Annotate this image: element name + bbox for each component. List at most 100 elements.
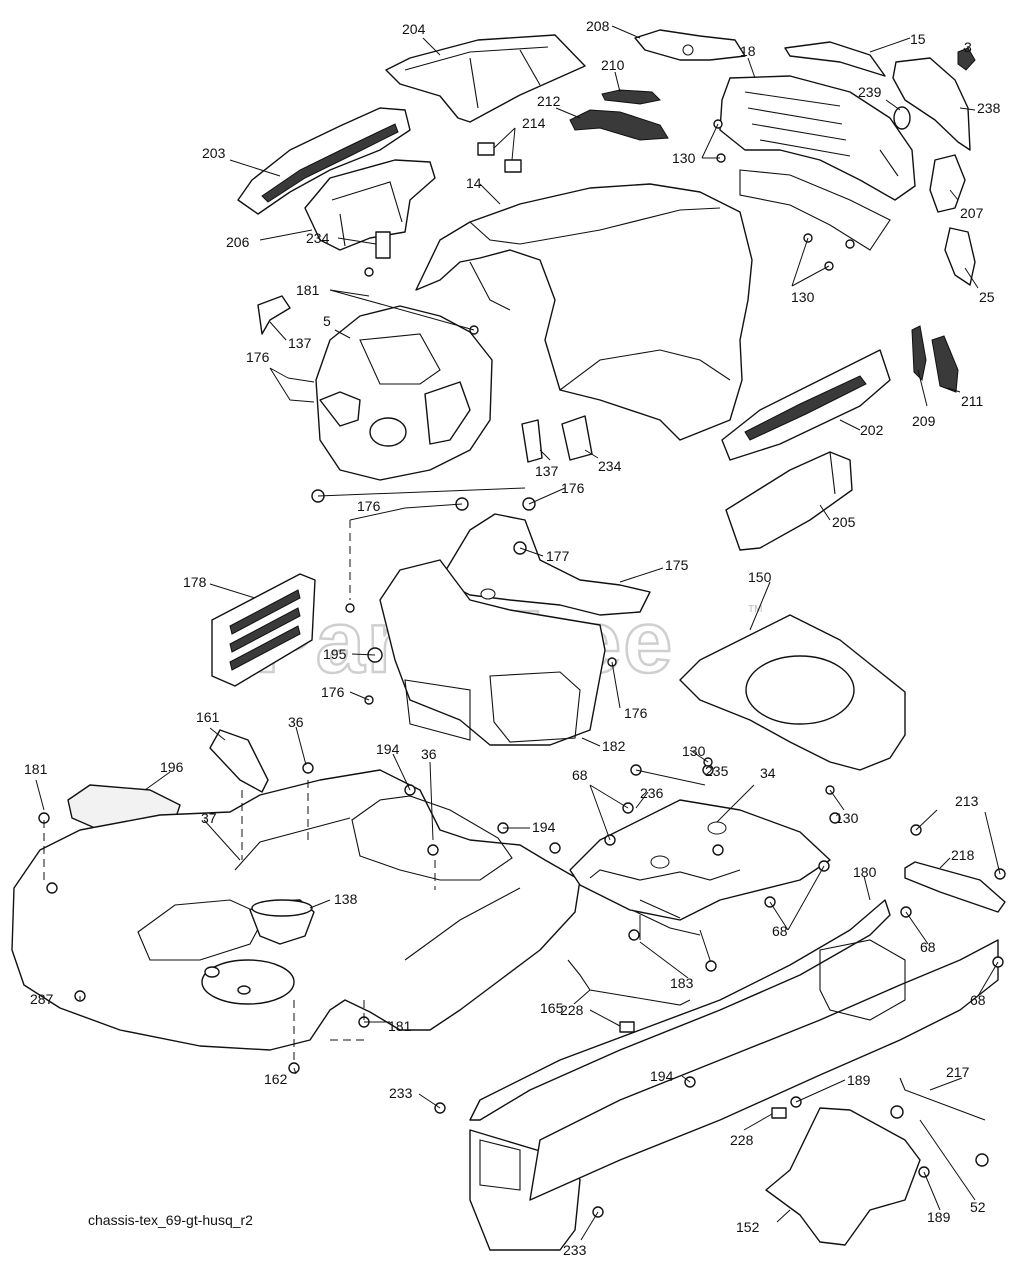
part-label[interactable]: 210 xyxy=(601,57,625,73)
part-label[interactable]: 68 xyxy=(772,923,788,939)
part-label[interactable]: 3 xyxy=(964,39,972,55)
part-label[interactable]: 176 xyxy=(357,498,381,514)
part-52-nut[interactable] xyxy=(890,1105,989,1167)
part-label[interactable]: 177 xyxy=(546,548,570,564)
part-label[interactable]: 194 xyxy=(650,1068,674,1084)
part-label[interactable]: 235 xyxy=(705,763,729,779)
part-label[interactable]: 182 xyxy=(602,738,626,754)
part-label[interactable]: 34 xyxy=(760,765,776,781)
part-203-dash-panel[interactable] xyxy=(237,107,411,215)
part-label[interactable]: 14 xyxy=(466,175,482,191)
part-206-dash-frame[interactable] xyxy=(304,159,436,251)
part-label[interactable]: 5 xyxy=(323,313,331,329)
part-205-panel[interactable] xyxy=(725,451,853,551)
part-label[interactable]: 233 xyxy=(389,1085,413,1101)
part-label[interactable]: 68 xyxy=(572,767,588,783)
part-label[interactable]: 180 xyxy=(853,864,877,880)
part-label[interactable]: 130 xyxy=(682,743,706,759)
part-label[interactable]: 213 xyxy=(955,793,979,809)
part-175-bracket[interactable] xyxy=(439,513,651,616)
part-182-pedestal[interactable] xyxy=(379,559,606,746)
part-218-bar[interactable] xyxy=(904,861,1006,913)
part-label[interactable]: 137 xyxy=(288,335,312,351)
part-label[interactable]: 68 xyxy=(970,992,986,1008)
part-label[interactable]: 165 xyxy=(540,1000,564,1016)
part-label[interactable]: 178 xyxy=(183,574,207,590)
part-label[interactable]: 161 xyxy=(196,709,220,725)
part-label[interactable]: 234 xyxy=(598,458,622,474)
part-label[interactable]: 25 xyxy=(979,289,995,305)
part-234-clip[interactable] xyxy=(375,231,391,259)
part-label[interactable]: 130 xyxy=(835,810,859,826)
part-label[interactable]: 218 xyxy=(951,847,975,863)
part-137-clip[interactable] xyxy=(257,295,543,463)
part-label[interactable]: 176 xyxy=(561,480,585,496)
part-25-cover[interactable] xyxy=(944,227,976,286)
part-label[interactable]: 204 xyxy=(402,21,426,37)
part-label[interactable]: 238 xyxy=(977,100,1001,116)
part-label[interactable]: 152 xyxy=(736,1219,760,1235)
part-label[interactable]: 176 xyxy=(321,684,345,700)
part-label[interactable]: 181 xyxy=(388,1018,412,1034)
part-label[interactable]: 36 xyxy=(288,714,304,730)
part-label[interactable]: 175 xyxy=(665,557,689,573)
part-label[interactable]: 205 xyxy=(832,514,856,530)
part-label[interactable]: 236 xyxy=(640,785,664,801)
part-label[interactable]: 207 xyxy=(960,205,984,221)
part-label[interactable]: 130 xyxy=(672,150,696,166)
part-label[interactable]: 176 xyxy=(624,705,648,721)
part-label[interactable]: 150 xyxy=(748,569,772,585)
part-label[interactable]: 68 xyxy=(920,939,936,955)
part-label[interactable]: 196 xyxy=(160,759,184,775)
part-label[interactable]: 137 xyxy=(535,463,559,479)
part-label[interactable]: 203 xyxy=(202,145,226,161)
part-34-plate[interactable] xyxy=(569,799,831,936)
part-165-rod[interactable] xyxy=(567,959,691,1006)
part-label[interactable]: 211 xyxy=(961,393,984,409)
part-label[interactable]: 36 xyxy=(421,746,437,762)
part-211-grille[interactable] xyxy=(931,335,959,393)
part-138-cup[interactable] xyxy=(249,899,315,945)
part-label[interactable]: 202 xyxy=(860,422,884,438)
part-204-hood-insert[interactable] xyxy=(385,34,586,123)
part-label[interactable]: 233 xyxy=(563,1242,587,1258)
part-161-insert[interactable] xyxy=(209,729,269,793)
part-234-clip-b[interactable] xyxy=(561,415,593,461)
part-label[interactable]: 214 xyxy=(522,115,546,131)
part-label[interactable]: 228 xyxy=(560,1002,584,1018)
part-212-grille[interactable] xyxy=(569,109,669,141)
part-210-grille[interactable] xyxy=(601,89,662,105)
part-label[interactable]: 194 xyxy=(376,741,400,757)
part-label[interactable]: 130 xyxy=(791,289,815,305)
part-label[interactable]: 181 xyxy=(24,761,48,777)
part-label[interactable]: 37 xyxy=(201,810,217,826)
part-label[interactable]: 209 xyxy=(912,413,936,429)
part-15-strip[interactable] xyxy=(784,41,886,77)
part-238-trim[interactable] xyxy=(892,57,971,151)
part-152-shield[interactable] xyxy=(765,1107,921,1246)
part-label[interactable]: 176 xyxy=(246,349,270,365)
part-label[interactable]: 52 xyxy=(970,1199,986,1215)
part-label[interactable]: 189 xyxy=(927,1209,951,1225)
part-label[interactable]: 189 xyxy=(847,1072,871,1088)
part-208-bracket[interactable] xyxy=(634,29,746,61)
part-label[interactable]: 239 xyxy=(858,84,882,100)
part-18-nose[interactable] xyxy=(719,75,916,251)
part-label[interactable]: 206 xyxy=(226,234,250,250)
part-label[interactable]: 15 xyxy=(910,31,926,47)
part-239-light[interactable] xyxy=(893,106,911,130)
part-180-frame[interactable] xyxy=(469,899,999,1251)
part-228-bushing[interactable] xyxy=(619,1021,787,1119)
part-183-rod[interactable] xyxy=(639,915,713,967)
part-178-vent[interactable] xyxy=(211,573,316,687)
part-209-grille[interactable] xyxy=(911,325,927,382)
part-label[interactable]: 217 xyxy=(946,1064,970,1080)
part-label[interactable]: 195 xyxy=(323,646,347,662)
part-label[interactable]: 287 xyxy=(30,991,54,1007)
part-3-emblem[interactable] xyxy=(957,47,976,71)
part-202-grille-frame[interactable] xyxy=(721,349,891,461)
part-label[interactable]: 212 xyxy=(537,93,561,109)
part-label[interactable]: 208 xyxy=(586,18,610,34)
part-label[interactable]: 234 xyxy=(306,230,330,246)
part-label[interactable]: 183 xyxy=(670,975,694,991)
